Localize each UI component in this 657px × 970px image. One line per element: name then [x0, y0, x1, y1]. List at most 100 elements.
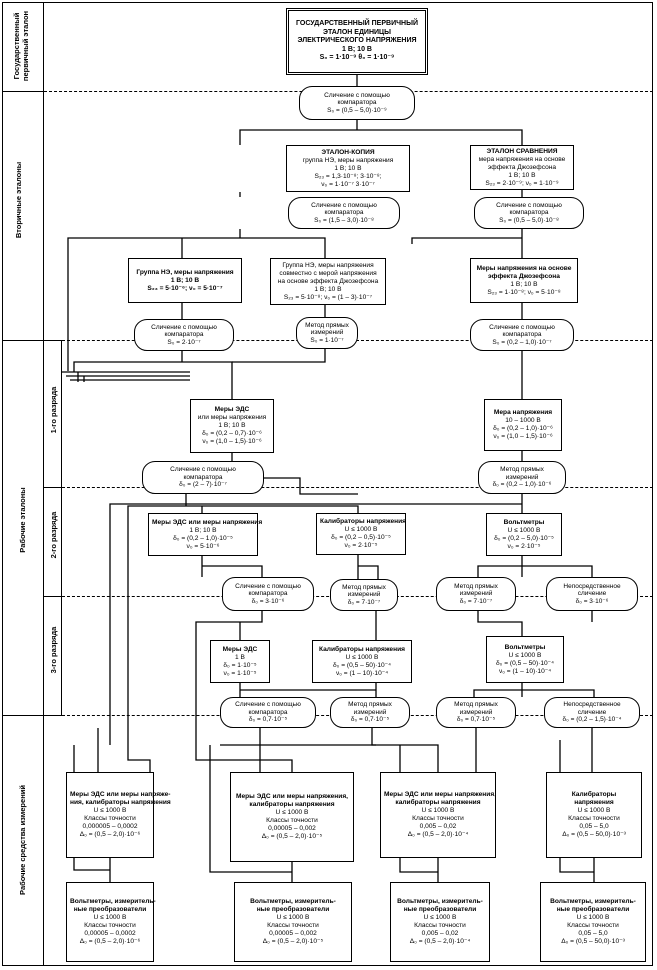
box-class-range: 0,000005 – 0,0002: [82, 823, 138, 830]
box-range: U ≤ 1000 В: [421, 807, 455, 814]
box-delta: Δ₀ = (0,5 – 2,0)·10⁻⁵: [262, 938, 324, 945]
secondary-group-box: Группа НЭ, меры напряжения 1 В; 10 В S₂₃…: [128, 258, 242, 303]
direct-comparison-5d: Непосредственное сличение δ₀ = 3·10⁻⁶: [546, 577, 638, 611]
method-label: Метод прямых: [342, 583, 386, 591]
method-label-2: измерений: [310, 329, 344, 337]
box-range: U ≤ 1000 В: [577, 807, 611, 814]
box-range: 1 В; 10 В: [314, 285, 342, 293]
method-label-2: компаратора: [337, 99, 377, 107]
copy-title: ЭТАЛОН-КОПИЯ: [321, 148, 375, 156]
rank-column: [44, 340, 62, 715]
box-title-2: калибраторы напряжения: [395, 799, 481, 806]
method-label-2: компаратора: [164, 331, 204, 339]
box-nu: ν₀ = (1 – 10)·10⁻⁴: [498, 667, 552, 675]
box-desc-2: на основе эффекта Джозефсона: [277, 277, 379, 285]
box-title: Меры ЭДС или меры напряжения,: [235, 793, 349, 800]
direct-measurement-3b: Метод прямых измерений S₀ = 1·10⁻⁷: [296, 317, 358, 349]
compare-accuracy: S₂₃ = 2·10⁻⁹; ν₀ = 1·10⁻⁹: [485, 179, 559, 187]
box-range: U ≤ 1000 В: [345, 653, 379, 661]
box-accuracy: S₂₃ = 5·10⁻⁸; ν₀ = (1 – 3)·10⁻⁷: [283, 293, 373, 301]
compare-range: 1 В; 10 В: [508, 171, 536, 179]
box-range: U ≤ 1000 В: [93, 914, 127, 921]
box-class-label: Классы точности: [567, 922, 619, 929]
box-range: 1 В: [235, 653, 245, 661]
box-nu: ν₀ = (1 – 10)·10⁻⁴: [335, 669, 389, 677]
working-calibrators-box: Калибраторы напряжения U ≤ 1000 В Классы…: [546, 772, 642, 858]
box-range: U ≤ 1000 В: [508, 651, 542, 659]
method-label-2: сличение: [577, 590, 607, 598]
rank3-voltmeters-box: Вольтметры U ≤ 1000 В δ₀ = (0,5 – 50)·10…: [486, 636, 564, 683]
comparator-comparison-2a: Сличение с помощью компаратора S₀ = (1,5…: [288, 197, 400, 229]
method-label: Сличение с помощью: [496, 201, 562, 209]
box-delta: δ₀ = (0,2 – 5,0)·10⁻⁵: [494, 534, 554, 542]
compare-desc: мера напряжения на основе: [478, 155, 566, 163]
box-range: U ≤ 1000 В: [275, 809, 309, 816]
method-label: Метод прямых: [454, 701, 498, 709]
direct-measurement-5b: Метод прямых измерений δ₀ = 7·10⁻⁷: [330, 579, 398, 611]
method-accuracy: S₀ = (0,2 – 1,0)·10⁻⁷: [492, 338, 552, 346]
separator-rank2: [44, 596, 62, 597]
box-range: U ≤ 1000 В: [276, 914, 310, 921]
box-delta: δ₀ = (0,2 – 1,0)·10⁻⁵: [173, 534, 233, 542]
box-class-range: 0,00005 – 0,002: [268, 825, 316, 832]
primary-accuracy: S₀ = 1·10⁻⁹ θ₀ = 1·10⁻⁹: [319, 54, 395, 62]
box-range: U ≤ 1000 В: [423, 914, 457, 921]
box-title: Группа НЭ, меры напряжения: [136, 268, 234, 276]
box-title: Меры ЭДС или меры напряжения: [152, 518, 263, 526]
box-delta: Δ₀ = (0,5 – 2,0)·10⁻⁴: [407, 831, 469, 838]
method-accuracy: δ₀ = (0,2 – 1,5)·10⁻⁴: [562, 716, 622, 724]
voltmeters-box-3: Вольтметры, измеритель- ные преобразоват…: [390, 882, 490, 962]
box-class-range: 0,00005 – 0,002: [269, 930, 317, 937]
direct-measurement-5c: Метод прямых измерений δ₀ = 7·10⁻⁷: [436, 577, 516, 611]
method-label-2: компаратора: [183, 473, 223, 481]
separator-rank1-dashed: [62, 487, 653, 488]
working-emf-measures-box-2: Меры ЭДС или меры напряжения, калибратор…: [230, 772, 354, 862]
rank2-calibrators-box: Калибраторы напряжения U ≤ 1000 В δ₀ = (…: [316, 513, 406, 555]
secondary-josephson-group-box: Группа НЭ, меры напряжения совместно с м…: [270, 258, 386, 305]
box-nu: ν₀ = 5·10⁻⁶: [186, 542, 220, 550]
copy-standard-box: ЭТАЛОН-КОПИЯ группа НЭ, меры напряжения …: [286, 145, 410, 192]
box-accuracy: S₂₃ = 5·10⁻⁶; ν₀ = 5·10⁻⁷: [147, 284, 223, 292]
box-title: Меры ЭДС: [214, 406, 250, 413]
box-delta: δ₀ = (0,5 – 50)·10⁻⁴: [496, 659, 554, 667]
method-label-2: измерений: [459, 708, 493, 716]
method-label-2: измерений: [505, 473, 539, 481]
separator-primary: [2, 91, 44, 92]
working-emf-measures-box-1: Меры ЭДС или меры напряже- ния, калибрат…: [66, 772, 171, 858]
box-nu: ν₀ = 1·10⁻⁵: [223, 669, 257, 677]
level-column: [2, 2, 44, 966]
separator-secondary-dashed: [62, 340, 653, 341]
direct-measurement-6c: Метод прямых измерений δ₀ = 0,7·10⁻⁵: [436, 697, 516, 728]
method-label: Метод прямых: [500, 466, 544, 474]
method-label: Сличение с помощью: [489, 323, 555, 331]
box-title: Вольтметры, измеритель-: [397, 898, 483, 905]
comparator-comparison-4a: Сличение с помощью компаратора δ₀ = (2 –…: [142, 461, 264, 494]
box-class-label: Классы точности: [267, 922, 319, 929]
box-delta: Δ₀ = (0,5 – 50,0)·10⁻³: [561, 938, 625, 945]
box-class-label: Классы точности: [84, 815, 136, 822]
method-label-2: измерений: [347, 591, 381, 599]
box-range: 1 В; 10 В: [189, 526, 217, 534]
box-title: Меры ЭДС или меры напряжения,: [384, 791, 497, 798]
method-label-2: компаратора: [502, 331, 542, 339]
box-title-2: ные преобразователи: [256, 906, 330, 913]
separator-rank3: [2, 715, 62, 716]
box-delta: δ₀ = (0,5 – 50)·10⁻⁴: [333, 661, 391, 669]
primary-title-3: ЭЛЕКТРИЧЕСКОГО НАПРЯЖЕНИЯ: [297, 37, 417, 45]
box-class-label: Классы точности: [568, 815, 620, 822]
comparator-comparison-6a: Сличение с помощью компаратора δ₀ = 0,7·…: [220, 697, 316, 728]
box-delta: Δ₀ = (0,5 – 2,0)·10⁻⁶: [79, 831, 141, 838]
box-title: Вольтметры, измеритель-: [250, 898, 336, 905]
box-title: Калибраторы напряжения: [318, 645, 405, 653]
box-class-range: 0,005 – 0,02: [419, 823, 457, 830]
box-delta: Δ₀ = (0,5 – 50,0)·10⁻³: [562, 831, 626, 838]
primary-standard-box: ГОСУДАРСТВЕННЫЙ ПЕРВИЧНЫЙ ЭТАЛОН ЕДИНИЦЫ…: [286, 8, 428, 75]
method-label-2: компаратора: [509, 209, 549, 217]
separator-secondary: [2, 340, 62, 341]
method-label-2: измерений: [353, 708, 387, 716]
method-label: Непосредственное: [563, 701, 621, 709]
box-title: Вольтметры: [504, 643, 546, 651]
box-nu: ν₀ = 2·10⁻⁵: [507, 542, 541, 550]
method-label-2: измерений: [459, 590, 493, 598]
